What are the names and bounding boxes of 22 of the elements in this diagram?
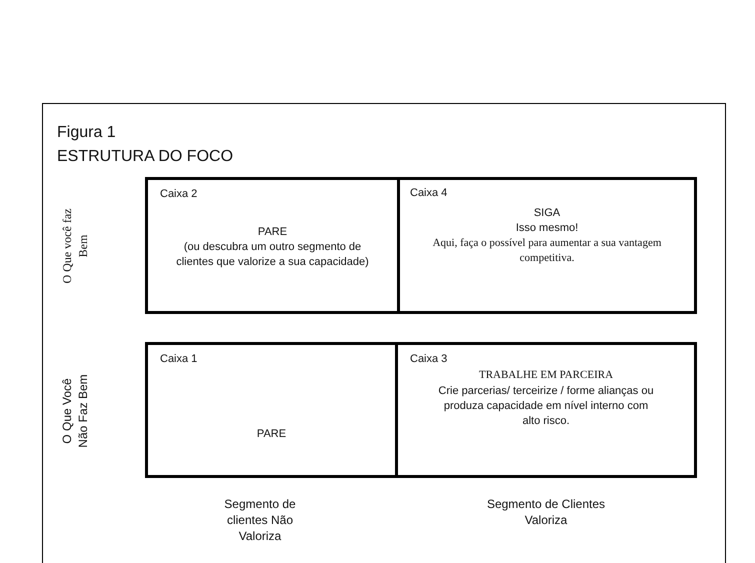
column-axis-label: Segmento de Clientes Valoriza [486, 496, 606, 528]
row-axis-label: O Que Você Não Faz Bem [59, 373, 91, 450]
box-description: Aqui, faça o possível para aumentar a sua vantagem competitiva. [432, 236, 662, 266]
quadrant-box [395, 342, 697, 478]
quadrant-box [145, 177, 400, 314]
box-number: Caixa 1 [160, 352, 198, 367]
figure-number: Figura 1 [57, 123, 116, 143]
box-description: (ou descubra um outro segmento de clientes que valorize a sua capacidade) [175, 240, 370, 270]
box-number: Caixa 4 [410, 186, 448, 201]
row-axis-label: O Que você faz Bem [59, 208, 91, 286]
box-subheading: Isso mesmo! [514, 221, 580, 236]
quadrant-box [397, 177, 697, 314]
figure-title: ESTRUTURA DO FOCO [57, 148, 234, 166]
box-heading: PARE [256, 427, 288, 442]
box-heading: TRABALHE EM PARCEIRA [478, 368, 614, 383]
box-description: Crie parcerias/ terceirize / forme alianças ou produza capacidade em nível interno com alto risco. [437, 384, 655, 429]
quadrant-box [145, 342, 398, 478]
box-heading: SIGA [532, 206, 562, 221]
box-heading: PARE [256, 225, 288, 240]
box-number: Caixa 2 [160, 187, 198, 202]
column-axis-label: Segmento de clientes Não Valoriza [223, 496, 297, 544]
box-number: Caixa 3 [410, 352, 448, 367]
